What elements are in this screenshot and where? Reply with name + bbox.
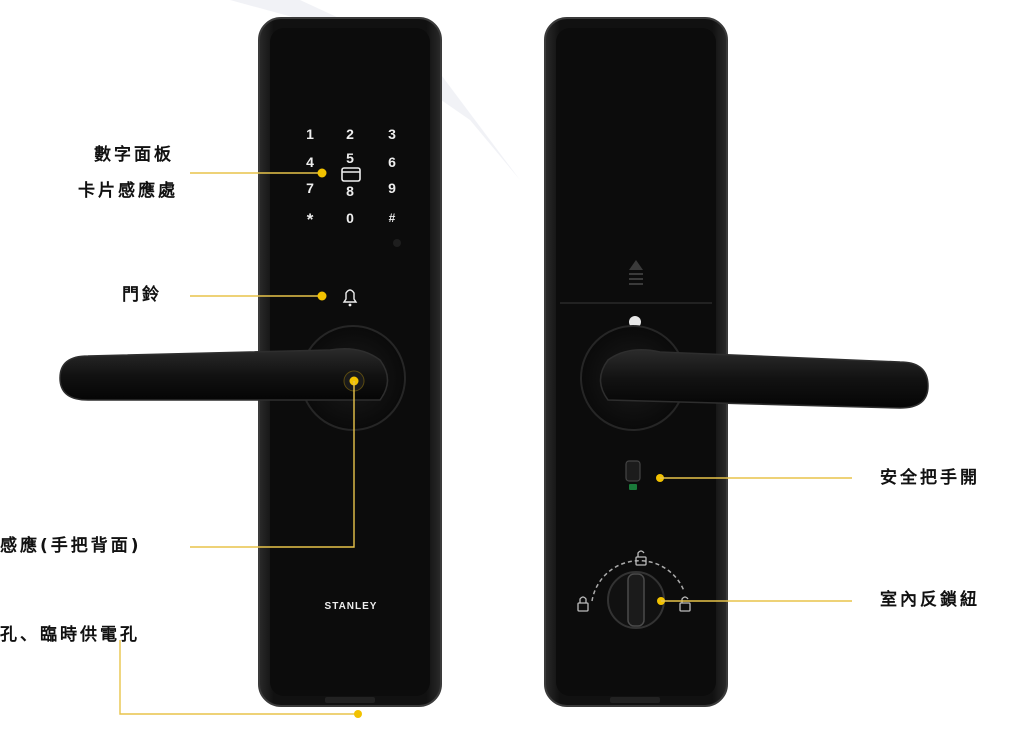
callout-dots (317, 168, 362, 718)
usb-port (325, 697, 375, 703)
back-lock (544, 17, 929, 707)
label-doorbell: 門鈴 (122, 285, 162, 305)
brand-logo: STANLEY (325, 601, 378, 612)
key-0[interactable]: 0 (346, 210, 354, 226)
front-lock: 1 2 3 4 5 6 7 8 9 * 0 # (59, 17, 442, 707)
leader-fingerprint (190, 381, 355, 548)
keypad: 1 2 3 4 5 6 7 8 9 * 0 # (306, 126, 396, 229)
key-8[interactable]: 8 (346, 183, 354, 199)
callout-lines (119, 172, 852, 715)
label-fingerprint: 感應(手把背面) (0, 536, 142, 556)
privacy-knob[interactable] (627, 573, 645, 627)
key-7[interactable]: 7 (306, 180, 314, 196)
back-indicator-dot (629, 316, 641, 328)
label-card-reader: 卡片感應處 (78, 181, 178, 201)
bell-icon[interactable] (342, 289, 358, 307)
key-2[interactable]: 2 (346, 126, 354, 142)
eject-icon[interactable] (629, 260, 643, 285)
lock-top-icon (635, 550, 647, 566)
key-hash[interactable]: # (389, 211, 396, 225)
privacy-knob-assembly (577, 550, 691, 629)
front-handle[interactable] (59, 348, 389, 401)
safety-handle-switch[interactable] (625, 460, 641, 482)
key-3[interactable]: 3 (388, 126, 396, 142)
back-handle[interactable] (599, 349, 929, 409)
label-usb-port: 孔、臨時供電孔 (0, 625, 140, 645)
indicator-dot (393, 239, 401, 247)
key-1[interactable]: 1 (306, 126, 314, 142)
unlock-icon (679, 596, 691, 612)
label-safety-handle: 安全把手開 (880, 468, 980, 488)
key-5[interactable]: 5 (346, 150, 354, 166)
key-9[interactable]: 9 (388, 180, 396, 196)
key-star[interactable]: * (307, 210, 314, 229)
lock-icon (577, 596, 589, 612)
key-4[interactable]: 4 (306, 154, 314, 170)
back-bottom-seam (610, 697, 660, 703)
leader-usb (119, 640, 358, 715)
card-icon (341, 167, 361, 182)
key-6[interactable]: 6 (388, 154, 396, 170)
label-keypad: 數字面板 (94, 145, 174, 165)
label-privacy-knob: 室內反鎖紐 (880, 590, 980, 610)
